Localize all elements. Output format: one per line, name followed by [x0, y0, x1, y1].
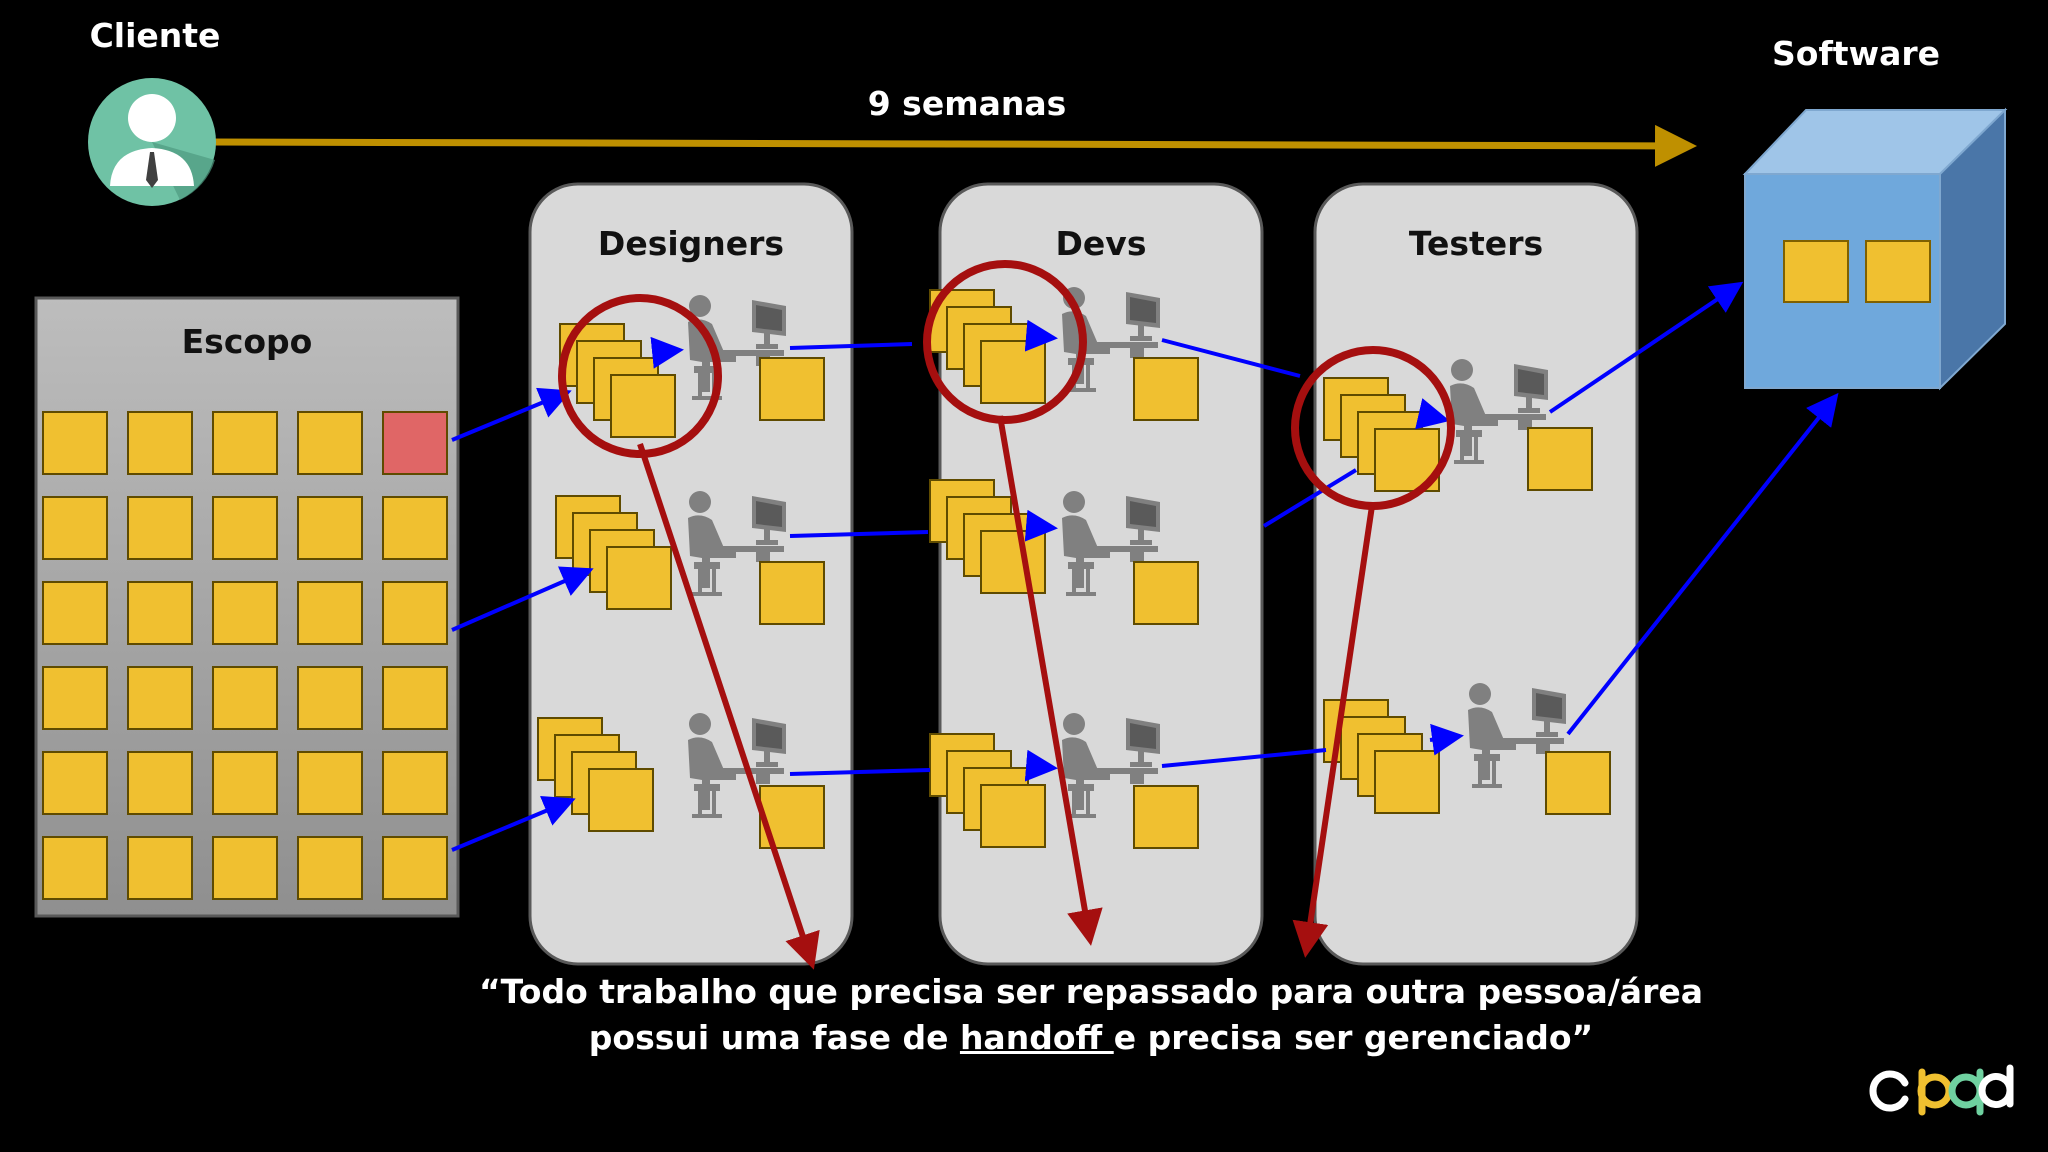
software-cube-icon [1742, 107, 2008, 391]
scope-card [42, 496, 108, 560]
queued-card [980, 784, 1046, 848]
devs-title: Devs [1055, 224, 1147, 263]
done-card [759, 561, 825, 625]
client-avatar-icon [88, 78, 216, 206]
queued-card [1374, 750, 1440, 814]
queued-card [980, 340, 1046, 404]
scope-card [127, 496, 193, 560]
scope-card [42, 411, 108, 475]
duration-label: 9 semanas [867, 84, 1067, 123]
timeline-arrow [209, 124, 1697, 167]
scope-card [297, 411, 363, 475]
scope-card-highlight [382, 411, 448, 475]
done-card [1545, 751, 1611, 815]
software-label: Software [1772, 34, 1940, 73]
done-card [759, 357, 825, 421]
scope-title: Escopo [181, 322, 313, 361]
scope-card [382, 751, 448, 815]
scope-card [127, 666, 193, 730]
handoff-quote-line-1: “Todo trabalho que precisa ser repassado… [478, 972, 1703, 1011]
quote-suffix: e precisa ser gerenciado” [1113, 1018, 1594, 1057]
quote-prefix: possui uma fase de [588, 1018, 960, 1057]
done-card [1133, 357, 1199, 421]
testers-title: Testers [1408, 224, 1544, 263]
scope-card [297, 496, 363, 560]
scope-card [382, 496, 448, 560]
scope-card [297, 666, 363, 730]
scope-card [382, 836, 448, 900]
scope-card [42, 751, 108, 815]
scope-card [212, 496, 278, 560]
done-card [1133, 561, 1199, 625]
scope-card [212, 581, 278, 645]
scope-card [382, 666, 448, 730]
scope-card [127, 411, 193, 475]
scope-card [212, 411, 278, 475]
scope-card [297, 581, 363, 645]
scope-card [297, 751, 363, 815]
quote-handoff-term: handoff [959, 1018, 1114, 1057]
scope-card [127, 751, 193, 815]
flow-arrows [451, 281, 1839, 852]
designers-title: Designers [597, 224, 785, 263]
client-label: Cliente [89, 16, 221, 55]
done-card [1527, 427, 1593, 491]
scope-card [42, 581, 108, 645]
scope-card [127, 581, 193, 645]
scope-card [382, 581, 448, 645]
scope-card-grid [42, 411, 448, 900]
queued-card [980, 530, 1046, 594]
scope-panel [34, 296, 460, 918]
scope-card [42, 666, 108, 730]
queued-card [610, 374, 676, 438]
scope-card [297, 836, 363, 900]
scope-card [212, 836, 278, 900]
scope-card [212, 666, 278, 730]
queued-card [588, 768, 654, 832]
done-card [1133, 785, 1199, 849]
queued-card [606, 546, 672, 610]
scope-card [42, 836, 108, 900]
cpqd-logo [1869, 1064, 2014, 1116]
scope-card [212, 751, 278, 815]
handoff-markers [558, 260, 1455, 970]
scope-card [127, 836, 193, 900]
work-cards [537, 289, 1611, 849]
handoff-quote-line-2: possui uma fase de handoff e precisa ser… [0, 1018, 2048, 1057]
